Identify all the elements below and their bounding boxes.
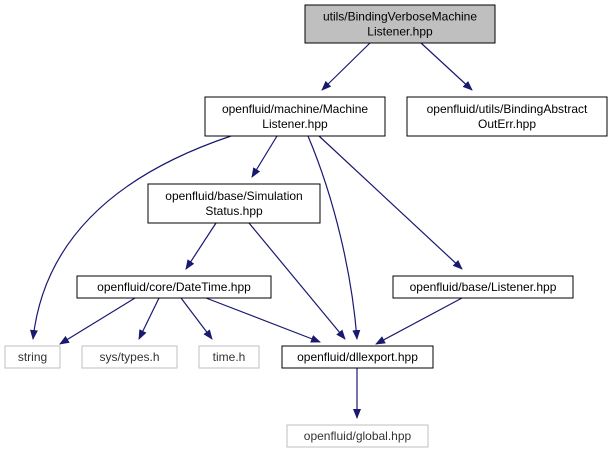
- node-label-line: time.h: [213, 350, 246, 364]
- node-box: [4, 345, 61, 369]
- edge-machine-listener-to-dllexport: [307, 135, 361, 340]
- node-label-line: utils/BindingVerboseMachine: [323, 10, 477, 24]
- node-datetime[interactable]: openfluid/core/DateTime.hpp: [76, 275, 272, 299]
- edge-datetime-to-time-h: [180, 297, 213, 340]
- node-label-line: sys/types.h: [99, 350, 159, 364]
- node-sys-types[interactable]: sys/types.h: [81, 345, 178, 369]
- node-label-line: OutErr.hpp: [478, 117, 536, 131]
- node-dllexport[interactable]: openfluid/dllexport.hpp: [281, 345, 434, 369]
- node-time-h[interactable]: time.h: [198, 345, 260, 369]
- node-box: [204, 96, 386, 137]
- node-box: [392, 275, 574, 299]
- node-string[interactable]: string: [4, 345, 61, 369]
- edges-layer: [30, 42, 473, 419]
- node-box: [81, 345, 178, 369]
- edge-machine-listener-to-listener: [318, 135, 463, 270]
- node-global[interactable]: openfluid/global.hpp: [286, 424, 429, 448]
- edge-root-to-machine-listener: [321, 42, 371, 91]
- edge-listener-to-dllexport: [375, 297, 463, 345]
- node-box: [406, 96, 608, 137]
- node-box: [198, 345, 260, 369]
- node-box: [304, 4, 496, 44]
- edge-datetime-to-dllexport: [205, 297, 321, 343]
- node-label-line: Status.hpp: [205, 204, 263, 218]
- node-label-line: openfluid/utils/BindingAbstract: [427, 102, 588, 116]
- node-listener[interactable]: openfluid/base/Listener.hpp: [392, 275, 574, 299]
- nodes-layer: utils/BindingVerboseMachineListener.hppo…: [4, 4, 608, 448]
- node-label-line: openfluid/machine/Machine: [222, 102, 368, 116]
- edge-simulation-status-to-datetime: [185, 222, 217, 270]
- edge-machine-listener-to-simulation-status: [251, 135, 278, 178]
- edge-datetime-to-string: [59, 297, 136, 345]
- edge-root-to-binding-abstract: [420, 42, 473, 91]
- edge-simulation-status-to-dllexport: [248, 222, 346, 340]
- node-label-line: openfluid/base/Simulation: [165, 189, 302, 203]
- node-label-line: Listener.hpp: [262, 117, 328, 131]
- edge-machine-listener-to-string: [30, 135, 232, 340]
- node-label-line: Listener.hpp: [367, 25, 433, 39]
- node-label-line: string: [18, 350, 47, 364]
- node-label-line: openfluid/dllexport.hpp: [297, 350, 418, 364]
- node-box: [147, 183, 321, 224]
- node-box: [76, 275, 272, 299]
- node-label-line: openfluid/global.hpp: [304, 429, 412, 443]
- node-binding-abstract[interactable]: openfluid/utils/BindingAbstractOutErr.hp…: [406, 96, 608, 137]
- node-label-line: openfluid/core/DateTime.hpp: [97, 280, 251, 294]
- node-label-line: openfluid/base/Listener.hpp: [410, 280, 557, 294]
- node-box: [281, 345, 434, 369]
- node-box: [286, 424, 429, 448]
- edge-datetime-to-sys-types: [138, 297, 160, 340]
